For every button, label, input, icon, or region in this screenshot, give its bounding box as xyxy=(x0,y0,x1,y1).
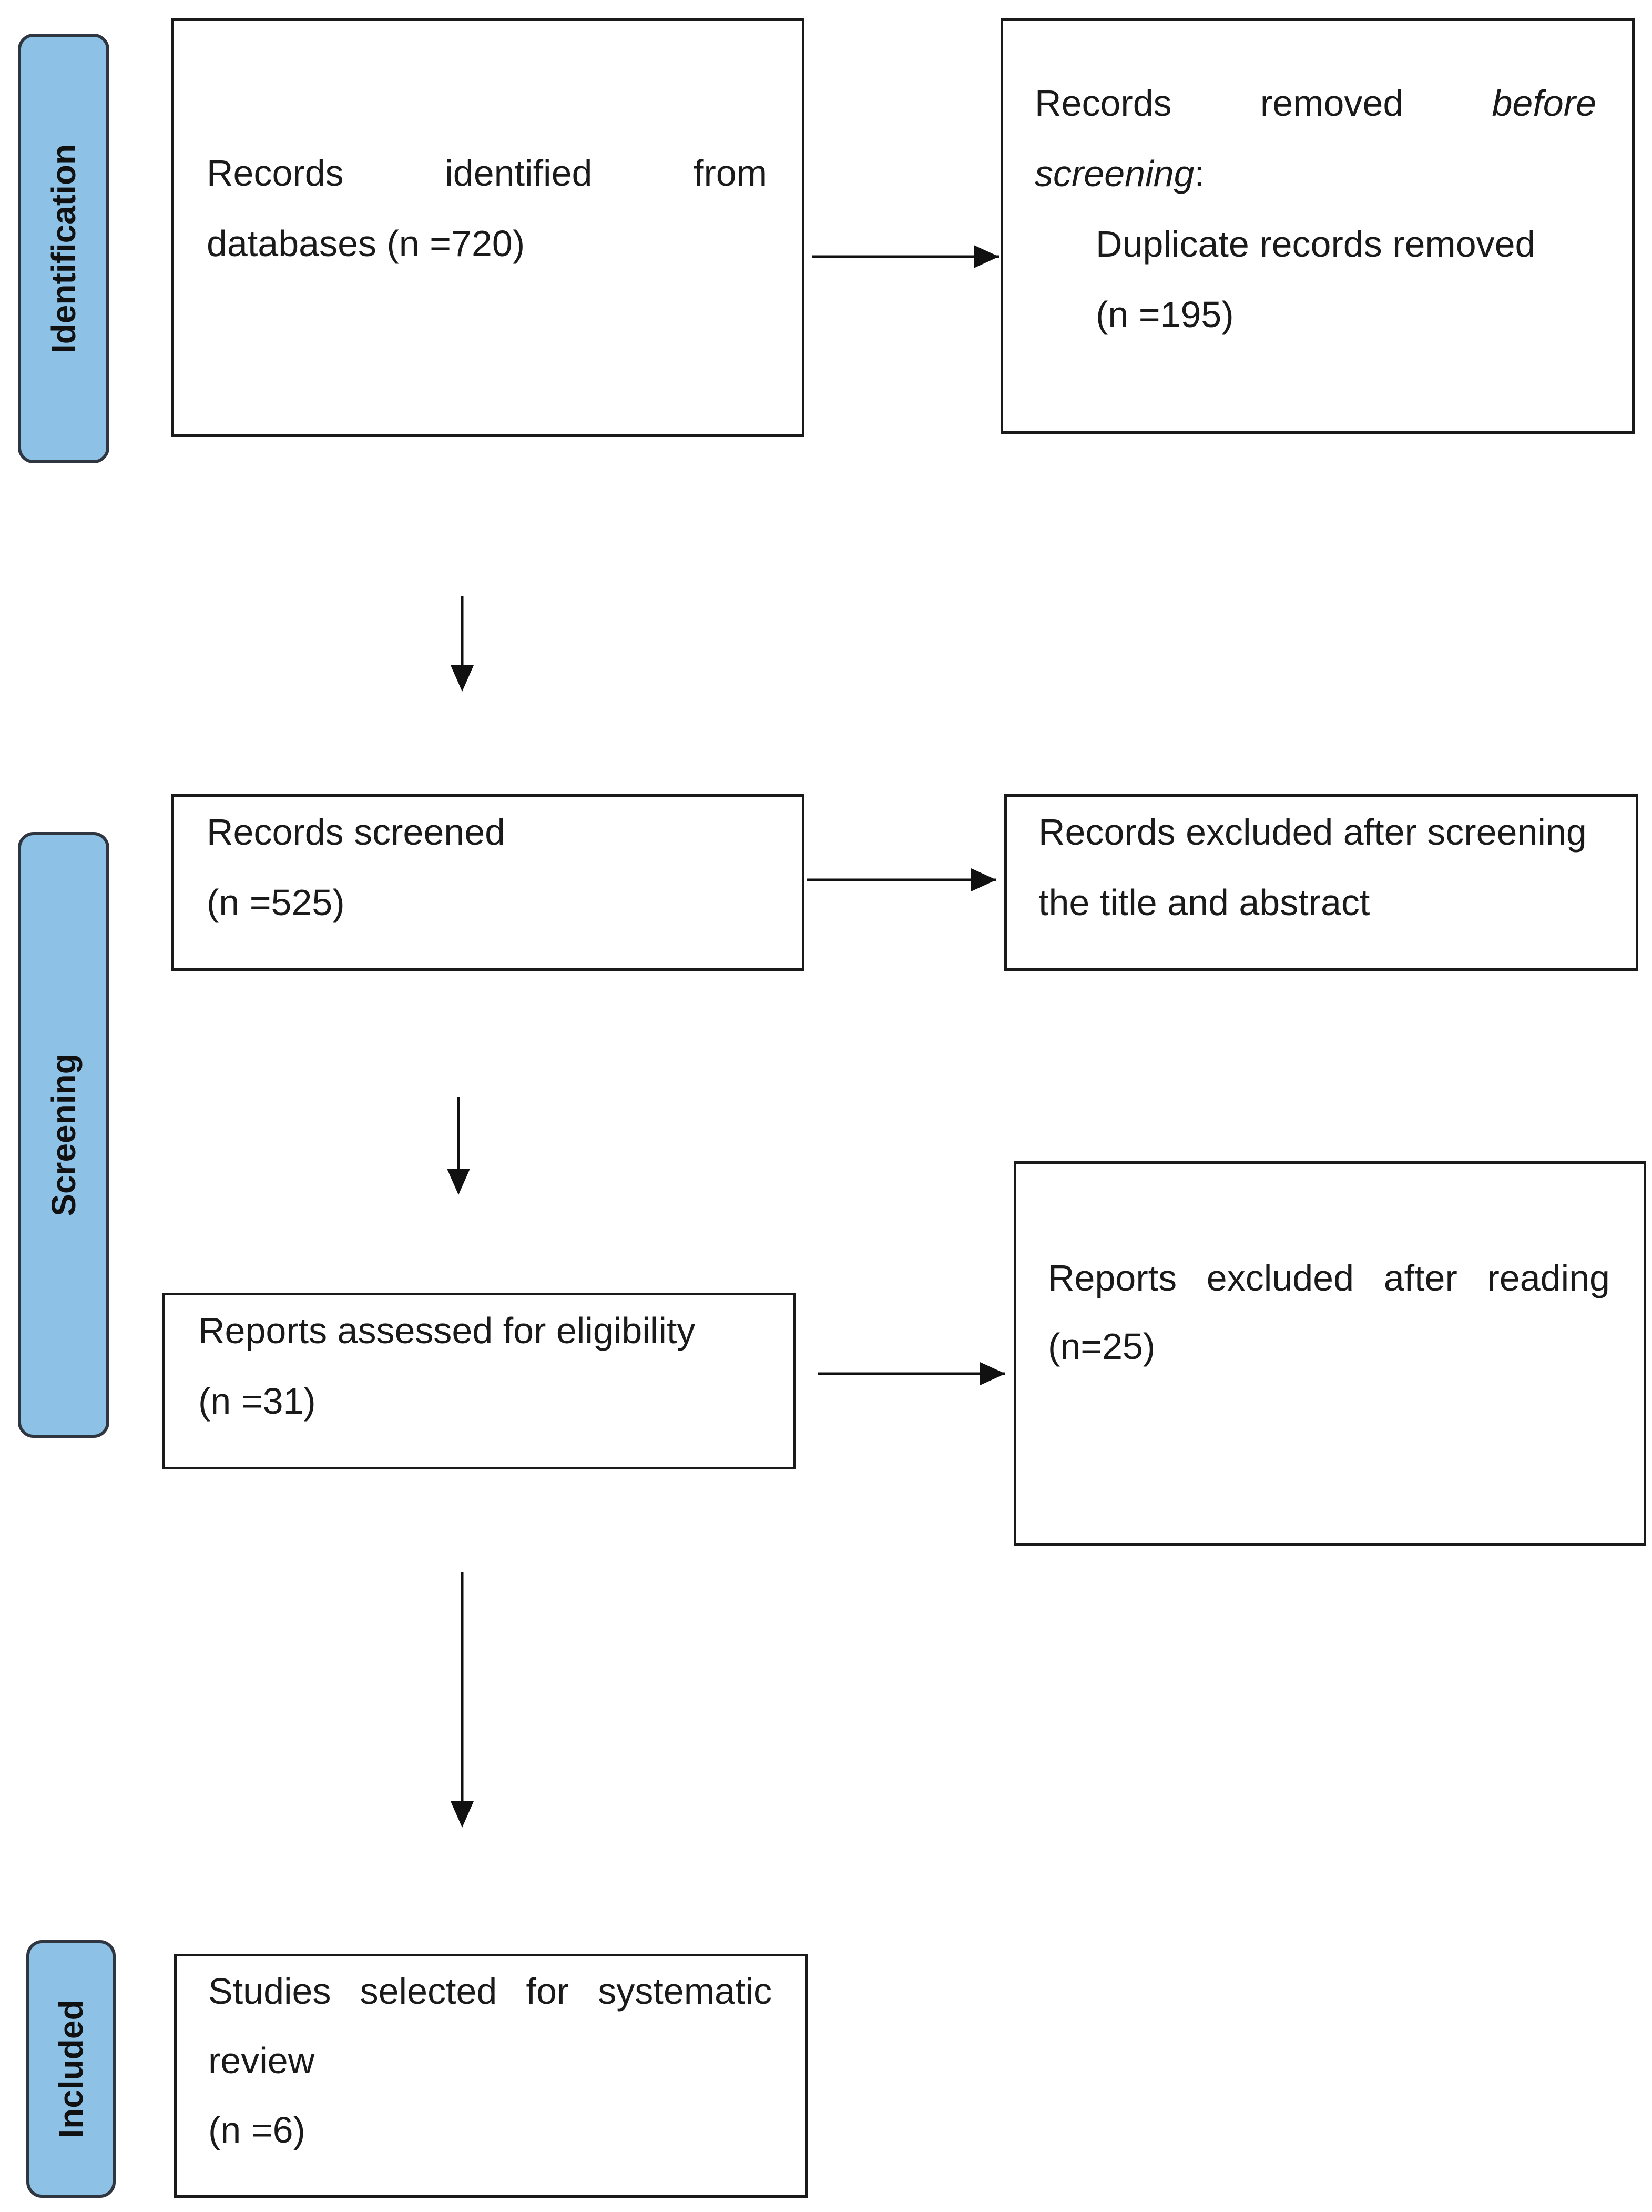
box-excluded-reading-line1: Reports excluded after reading xyxy=(1048,1244,1610,1312)
box-included-line3: (n =6) xyxy=(208,2109,305,2150)
box-screened-line2: (n =525) xyxy=(207,882,345,923)
box-removed-colon: : xyxy=(1194,153,1205,194)
box-included-word: for xyxy=(526,1971,569,2012)
box-reports-assessed: Reports assessed for eligibility (n =31) xyxy=(162,1293,796,1469)
box-removed-word: Records xyxy=(1035,83,1172,124)
box-included-line1: Studies selected for systematic xyxy=(208,1956,772,2026)
box-records-excluded-screening: Records excluded after screening the tit… xyxy=(1004,794,1638,971)
arrowhead-assessed-to-excluded xyxy=(980,1362,1005,1385)
box-records-removed: Records removed before screening: Duplic… xyxy=(1001,18,1635,434)
box-assessed-line1: Reports assessed for eligibility xyxy=(198,1310,696,1351)
box-included-word: systematic xyxy=(598,1971,772,2012)
stage-included: Included xyxy=(26,1940,116,2198)
box-records-identified: Records identified from databases (n =72… xyxy=(171,18,804,437)
box-excluded-screening-line2: the title and abstract xyxy=(1038,882,1370,923)
box-reports-excluded-reading: Reports excluded after reading (n=25) xyxy=(1014,1161,1646,1546)
box-excluded-reading-line2: (n=25) xyxy=(1048,1326,1156,1367)
box-removed-line3: Duplicate records removed xyxy=(1096,224,1536,265)
box-excluded-screening-line1: Records excluded after screening xyxy=(1038,811,1587,853)
box-removed-line1: Records removed before xyxy=(1035,68,1596,138)
stage-identification: Identification xyxy=(18,34,109,463)
box-assessed-line2: (n =31) xyxy=(198,1381,316,1422)
arrowhead-screened-to-assessed xyxy=(447,1169,470,1195)
box-screened-line1: Records screened xyxy=(207,811,506,853)
box-included-line2: review xyxy=(208,2040,315,2081)
arrowhead-screened-to-excluded xyxy=(971,868,996,891)
box-identified-line2: databases (n =720) xyxy=(207,223,525,264)
box-removed-word: removed xyxy=(1260,83,1404,124)
box-removed-line4: (n =195) xyxy=(1096,294,1234,335)
box-studies-included: Studies selected for systematic review (… xyxy=(174,1954,808,2198)
box-removed-line2: screening: xyxy=(1035,138,1596,209)
box-excluded-reading-word: after xyxy=(1383,1257,1457,1298)
box-excluded-reading-word: Reports xyxy=(1048,1257,1177,1298)
box-identified-word: from xyxy=(694,153,767,194)
box-identified-word: identified xyxy=(445,153,593,194)
box-removed-word-italic: before xyxy=(1492,83,1596,124)
box-identified-line1: Records identified from xyxy=(207,138,767,208)
box-included-word: selected xyxy=(360,1971,497,2012)
box-records-screened: Records screened (n =525) xyxy=(171,794,804,971)
box-removed-screening-italic: screening xyxy=(1035,153,1195,194)
box-excluded-reading-word: excluded xyxy=(1206,1257,1354,1298)
arrowhead-identified-to-removed xyxy=(974,245,999,268)
box-identified-word: Records xyxy=(207,153,344,194)
stage-screening: Screening xyxy=(18,832,109,1438)
box-included-word: Studies xyxy=(208,1971,331,2012)
arrowhead-assessed-to-included xyxy=(451,1801,474,1828)
arrowhead-identified-to-screened xyxy=(451,665,474,692)
box-excluded-reading-word: reading xyxy=(1487,1257,1610,1298)
